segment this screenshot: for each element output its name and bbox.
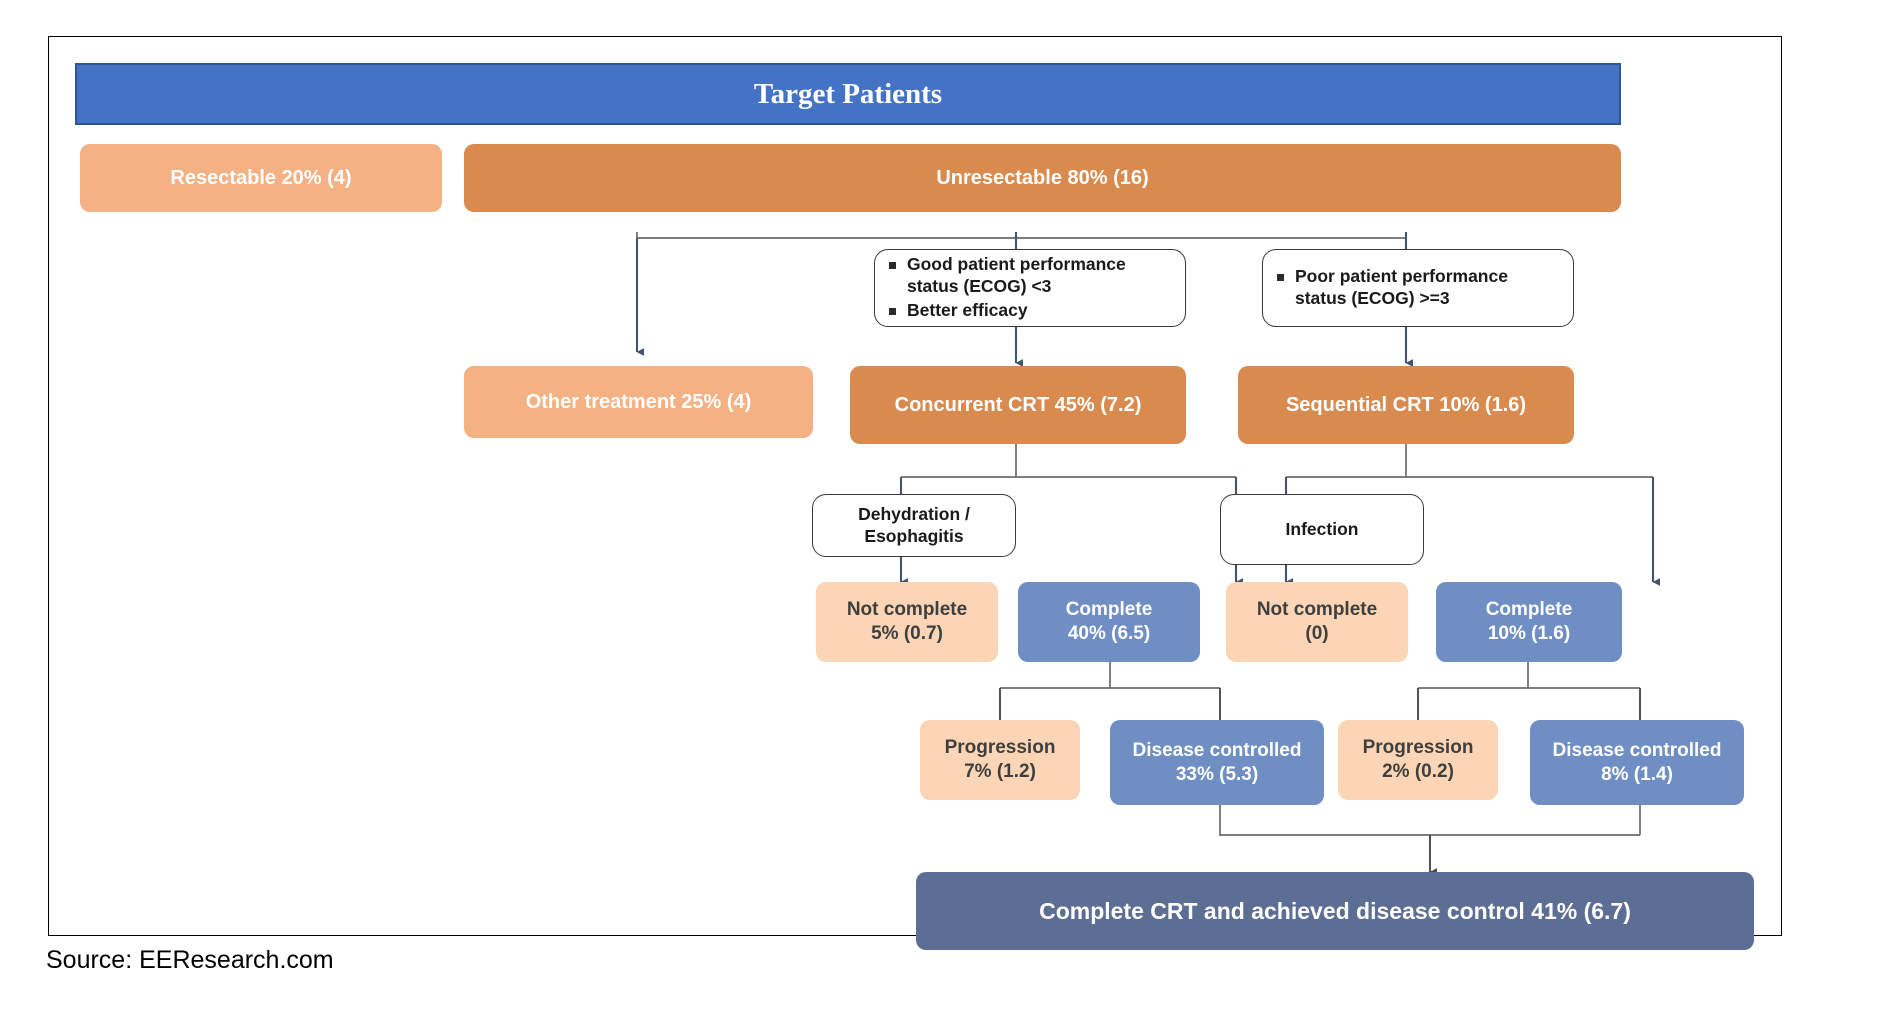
node-concurrent-not-complete: Not complete 5% (0.7)	[816, 582, 998, 662]
node-sequential-crt: Sequential CRT 10% (1.6)	[1238, 366, 1574, 444]
node-sequential-complete: Complete 10% (1.6)	[1436, 582, 1622, 662]
title-bar: Target Patients	[75, 63, 1621, 125]
page-title: Target Patients	[753, 77, 943, 110]
source-caption: Source: EEResearch.com	[46, 946, 334, 974]
conc-controlled-line-2: 33% (5.3)	[1175, 763, 1259, 785]
dehydration-line-2: Esophagitis	[864, 525, 964, 546]
bullet-square-icon	[1277, 274, 1284, 282]
node-resectable-label: Resectable 20% (4)	[170, 166, 352, 189]
note-poor-performance-status: Poor patient performance status (ECOG) >…	[1262, 249, 1574, 327]
note-good-performance-status: Good patient performance status (ECOG) <…	[874, 249, 1186, 327]
node-unresectable-label: Unresectable 80% (16)	[936, 166, 1149, 189]
node-other-treatment-label: Other treatment 25% (4)	[525, 390, 752, 413]
seq-not-complete-line-2: (0)	[1305, 623, 1329, 644]
seq-progression-line-2: 2% (0.2)	[1382, 761, 1454, 782]
node-sequential-disease-controlled: Disease controlled 8% (1.4)	[1530, 720, 1744, 805]
poor-ecog-bullet-1: Poor patient performance status (ECOG) >…	[1295, 266, 1508, 308]
node-summary: Complete CRT and achieved disease contro…	[916, 872, 1754, 950]
conc-complete-line-2: 40% (6.5)	[1067, 623, 1151, 644]
seq-complete-line-2: 10% (1.6)	[1487, 623, 1571, 644]
bullet-item: Poor patient performance status (ECOG) >…	[1277, 266, 1559, 310]
conc-progression-line-2: 7% (1.2)	[964, 761, 1036, 782]
conc-progression-line-1: Progression	[944, 737, 1056, 759]
node-concurrent-crt: Concurrent CRT 45% (7.2)	[850, 366, 1186, 444]
conc-not-complete-line-1: Not complete	[846, 599, 968, 621]
node-sequential-crt-label: Sequential CRT 10% (1.6)	[1285, 393, 1527, 416]
bullet-item: Good patient performance status (ECOG) <…	[889, 254, 1171, 298]
good-ecog-bullet-2: Better efficacy	[907, 299, 1028, 320]
note-dehydration-esophagitis: Dehydration / Esophagitis	[812, 494, 1016, 557]
node-concurrent-disease-controlled: Disease controlled 33% (5.3)	[1110, 720, 1324, 805]
node-unresectable: Unresectable 80% (16)	[464, 144, 1621, 212]
node-concurrent-progression: Progression 7% (1.2)	[920, 720, 1080, 800]
node-resectable: Resectable 20% (4)	[80, 144, 442, 212]
node-other-treatment: Other treatment 25% (4)	[464, 366, 813, 438]
conc-controlled-line-1: Disease controlled	[1132, 739, 1302, 761]
good-ecog-bullet-1: Good patient performance status (ECOG) <…	[907, 254, 1126, 297]
conc-not-complete-line-2: 5% (0.7)	[871, 623, 943, 644]
node-summary-label: Complete CRT and achieved disease contro…	[1039, 897, 1631, 924]
node-sequential-progression: Progression 2% (0.2)	[1338, 720, 1498, 800]
seq-not-complete-line-1: Not complete	[1256, 599, 1378, 621]
bullet-square-icon	[889, 307, 896, 315]
node-sequential-not-complete: Not complete (0)	[1226, 582, 1408, 662]
node-concurrent-crt-label: Concurrent CRT 45% (7.2)	[894, 393, 1142, 416]
dehydration-line-1: Dehydration /	[858, 503, 970, 524]
conc-complete-line-1: Complete	[1065, 599, 1153, 621]
seq-controlled-line-2: 8% (1.4)	[1601, 763, 1673, 785]
bullet-square-icon	[889, 262, 896, 270]
bullet-item: Better efficacy	[889, 300, 1171, 322]
seq-progression-line-1: Progression	[1362, 737, 1474, 759]
seq-complete-line-1: Complete	[1485, 599, 1573, 621]
seq-controlled-line-1: Disease controlled	[1552, 739, 1722, 761]
infection-label: Infection	[1285, 518, 1359, 539]
note-infection: Infection	[1220, 494, 1424, 565]
node-concurrent-complete: Complete 40% (6.5)	[1018, 582, 1200, 662]
